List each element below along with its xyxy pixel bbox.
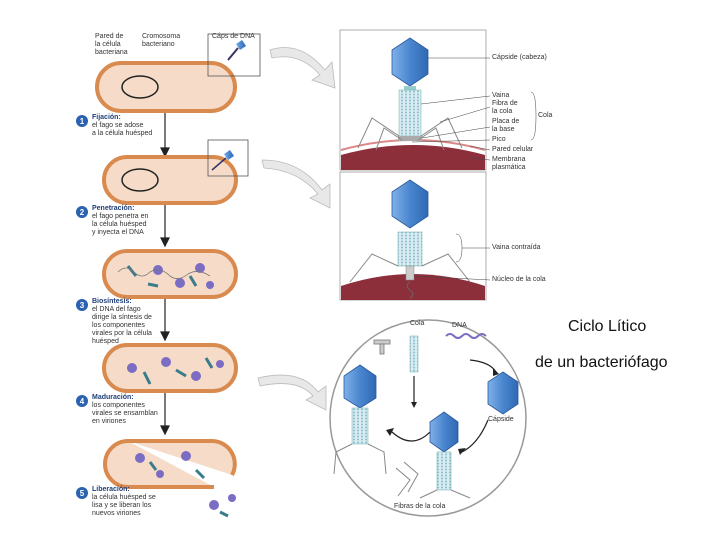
step-5-text: la célula huésped se lisa y se liberan l… (92, 494, 156, 517)
step-2-title: Penetración: (92, 205, 135, 212)
tail-group-label: Cola (538, 112, 553, 119)
step-1-number: 1 (76, 115, 88, 127)
step-5-title: Liberación: (92, 486, 130, 493)
sheath-contracted-label: Vaina contraída (492, 244, 541, 251)
step-1-text: el fago se adose a la célula huésped (92, 122, 153, 137)
title-line-1: Ciclo Lítico (568, 318, 647, 335)
host-cell-2 (102, 139, 249, 205)
step-2: 2 Penetración:el fago penetra en la célu… (76, 205, 172, 237)
assembly-tail-label: Cola (410, 320, 425, 327)
step-1: 1 Fijación:el fago se adose a la célula … (76, 114, 172, 138)
cell-wall-panel-label: Pared celular (492, 146, 534, 153)
leader-lines (411, 57, 537, 281)
step-1-title: Fijación: (92, 114, 121, 121)
tail-fiber-label: Fibra de la cola (492, 100, 518, 115)
host-cell-1 (95, 33, 261, 113)
host-cell-3 (102, 249, 238, 299)
sheath-label: Vaina (492, 92, 510, 99)
assembly-circle (329, 319, 527, 517)
capsid-dna-label: Cáps de DNA (212, 33, 255, 40)
title-line-2: de un bacteriófago (535, 354, 668, 371)
assembly-fibers-label: Fibras de la cola (394, 503, 446, 510)
step-4-number: 4 (76, 395, 88, 407)
host-cell-5 (103, 439, 237, 518)
base-plate-label: Placa de la base (492, 118, 520, 133)
magnify-arrows (257, 47, 336, 411)
step-3: 3 Biosíntesis:el DNA del fago dirige la … (76, 298, 172, 346)
step-2-text: el fago penetra en la célula huésped y i… (92, 213, 149, 236)
pin-label: Pico (492, 136, 506, 143)
tail-core-label: Núcleo de la cola (492, 276, 546, 283)
step-3-text: el DNA del fago dirige la síntesis de lo… (92, 306, 152, 345)
step-5: 5 Liberación:la célula huésped se lisa y… (76, 486, 172, 518)
capsid-label: Cápside (cabeza) (492, 54, 547, 61)
membrane-label: Membrana plasmática (492, 156, 526, 171)
step-4: 4 Maduración:los componentes virales se … (76, 394, 172, 426)
assembly-capsid-label: Cápside (488, 416, 514, 423)
chromosome-label: Cromosoma bacteriano (142, 33, 181, 48)
step-4-title: Maduración: (92, 394, 134, 401)
step-3-number: 3 (76, 299, 88, 311)
step-5-number: 5 (76, 487, 88, 499)
flow-arrows (160, 110, 170, 436)
assembly-dna-label: DNA (452, 322, 467, 329)
host-cell-4 (102, 343, 238, 393)
step-2-number: 2 (76, 206, 88, 218)
panel-contracted-phage (339, 171, 487, 301)
step-4-text: los componentes virales se ensamblan en … (92, 402, 158, 425)
cell-wall-label: Pared de la célula bacteriana (95, 33, 128, 56)
step-3-title: Biosíntesis: (92, 298, 132, 305)
panel-attached-phage (339, 29, 487, 171)
